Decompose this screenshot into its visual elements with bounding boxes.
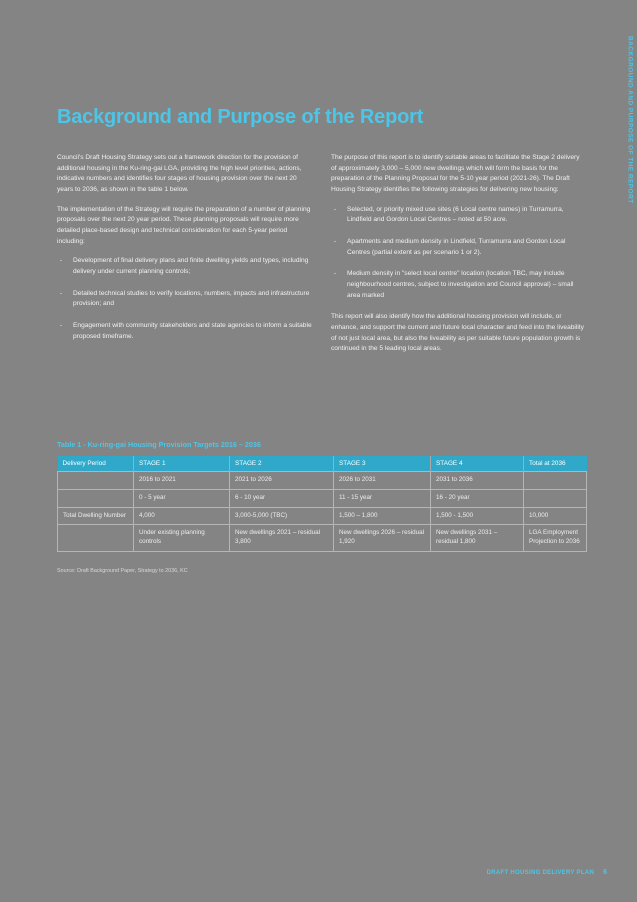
left-column: Council's Draft Housing Strategy sets ou…: [57, 153, 312, 364]
bullet-dash-icon: -: [60, 257, 63, 265]
bullet-dash-icon: -: [60, 322, 63, 330]
table-cell: 1,500 - 1,500: [430, 506, 524, 526]
list-item: - Engagement with community stakeholders…: [57, 321, 312, 342]
footer-page-number: 6: [603, 869, 607, 876]
table-cell: 2021 to 2026: [229, 471, 334, 490]
table-cell: 4,000: [133, 506, 230, 526]
table-header-row: Delivery Period STAGE 1 STAGE 2 STAGE 3 …: [57, 456, 587, 472]
left-paragraph-2: The implementation of the Strategy will …: [57, 205, 311, 245]
table-cell: New dwellings 2031 – residual 1,800: [430, 524, 524, 553]
table-row: 0 - 5 year 6 - 10 year 11 - 15 year 16 -…: [57, 488, 587, 508]
table-cell: 0 - 5 year: [133, 488, 230, 508]
bullet-dash-icon: -: [334, 205, 337, 213]
table-row: Total Dwelling Number 4,000 3,000-5,000 …: [57, 506, 587, 526]
table-header-cell: STAGE 4: [430, 456, 524, 472]
table-cell: New dwellings 2026 – residual 1,920: [333, 524, 431, 553]
list-item-text: Engagement with community stakeholders a…: [73, 322, 312, 340]
page-title: Background and Purpose of the Report: [57, 106, 424, 128]
table-cell: 2016 to 2021: [133, 471, 230, 490]
table-cell: 3,000-5,000 (TBC): [229, 506, 334, 526]
list-item-text: Development of final delivery plans and …: [73, 257, 309, 276]
right-bullet-list: - Selected, or priority mixed use sites …: [331, 205, 586, 302]
table-cell: 10,000: [523, 506, 587, 526]
table-header-cell: Delivery Period: [57, 456, 134, 472]
table-cell: 2026 to 2031: [333, 471, 431, 490]
footer-document-title: DRAFT HOUSING DELIVERY PLAN: [486, 869, 595, 876]
table-cell: Under existing planning controls: [133, 524, 230, 553]
bullet-dash-icon: -: [334, 270, 337, 278]
right-column: The purpose of this report is to identif…: [331, 153, 586, 364]
table-header-cell: Total at 2036: [523, 456, 587, 472]
table-header-cell: STAGE 1: [133, 456, 230, 472]
table-cell: 2031 to 2036: [430, 471, 524, 490]
table-header-cell: STAGE 2: [229, 456, 334, 472]
left-bullet-list: - Development of final delivery plans an…: [57, 256, 312, 342]
right-paragraph-2: This report will also identify how the a…: [331, 313, 584, 353]
page-footer: DRAFT HOUSING DELIVERY PLAN 6: [487, 869, 607, 876]
table-cell: 6 - 10 year: [229, 488, 334, 508]
list-item-text: Apartments and medium density in Lindfie…: [347, 238, 566, 256]
table-cell: 11 - 15 year: [333, 488, 431, 508]
table-row: Under existing planning controls New dwe…: [57, 524, 587, 553]
table-cell: LGA Employment Projection to 2036: [523, 524, 587, 553]
table-row: 2016 to 2021 2021 to 2026 2026 to 2031 2…: [57, 471, 587, 490]
bullet-dash-icon: -: [334, 238, 337, 246]
list-item: - Selected, or priority mixed use sites …: [331, 205, 586, 226]
list-item-text: Medium density in "select local centre" …: [347, 270, 574, 299]
section-side-tab-label: BACKGROUND AND PURPOSE OF THE REPORT: [626, 36, 634, 204]
section-side-tab: BACKGROUND AND PURPOSE OF THE REPORT: [621, 36, 637, 336]
table-header-cell: STAGE 3: [333, 456, 431, 472]
table-row-label: [57, 524, 134, 553]
list-item-text: Detailed technical studies to verify loc…: [73, 289, 310, 308]
left-paragraph-1: Council's Draft Housing Strategy sets ou…: [57, 154, 302, 194]
table-cell: New dwellings 2021 – residual 3,800: [229, 524, 334, 553]
table-caption: Table 1 - Ku-ring-gai Housing Provision …: [57, 440, 261, 449]
list-item: - Development of final delivery plans an…: [57, 256, 312, 277]
bullet-dash-icon: -: [60, 289, 63, 297]
table-cell: [523, 471, 587, 490]
body-columns: Council's Draft Housing Strategy sets ou…: [57, 153, 586, 364]
table-cell: 16 - 20 year: [430, 488, 524, 508]
table-row-label: Total Dwelling Number: [57, 506, 134, 526]
list-item: - Medium density in "select local centre…: [331, 269, 586, 301]
table-cell: 1,500 – 1,800: [333, 506, 431, 526]
right-paragraph-1: The purpose of this report is to identif…: [331, 154, 580, 194]
table-source-note: Source: Draft Background Paper, Strategy…: [57, 568, 188, 574]
list-item: - Apartments and medium density in Lindf…: [331, 237, 586, 258]
list-item-text: Selected, or priority mixed use sites (6…: [347, 205, 564, 224]
list-item: - Detailed technical studies to verify l…: [57, 289, 312, 310]
table-row-label: [57, 488, 134, 508]
table-row-label: [57, 471, 134, 490]
table-cell: [523, 488, 587, 508]
housing-provision-table: Delivery Period STAGE 1 STAGE 2 STAGE 3 …: [57, 456, 587, 553]
